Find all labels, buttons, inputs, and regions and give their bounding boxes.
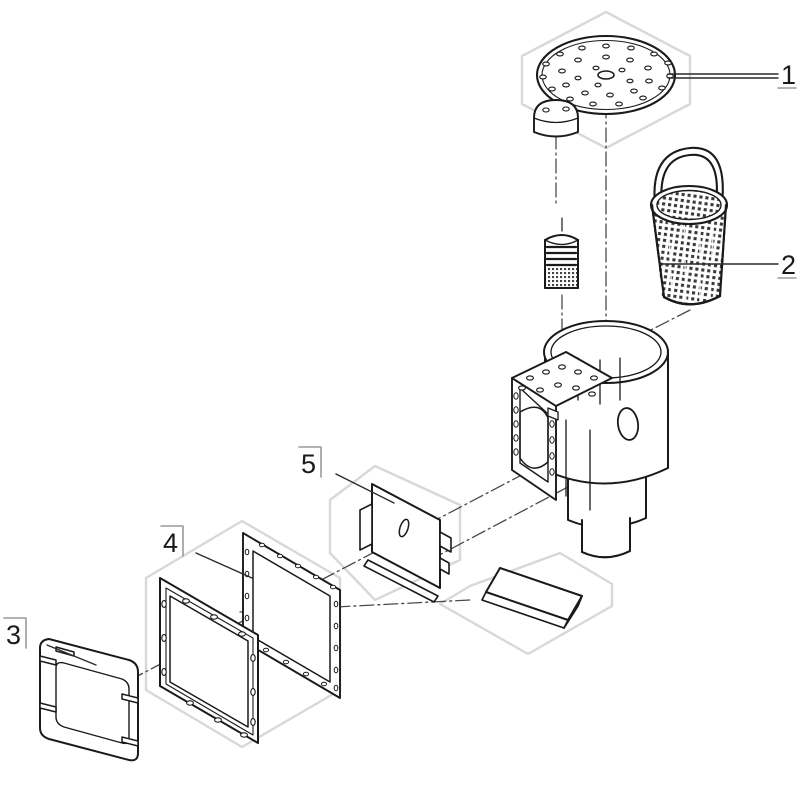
faceplate-cover (39, 638, 139, 762)
callout-4-label: 4 (163, 528, 178, 558)
skimmer-body (511, 320, 669, 559)
guide-box-weir (328, 464, 462, 602)
callout-brackets (3, 87, 797, 649)
inner-gasket (242, 532, 341, 699)
guide-box-floatbar (438, 551, 614, 656)
callout-3-label: 3 (6, 620, 21, 650)
weir-flap-door (359, 483, 452, 603)
bracket-5 (298, 446, 322, 478)
lid-knob-plug (533, 99, 579, 138)
guide-box-gaskets (144, 519, 342, 749)
callout-5-label: 5 (301, 449, 316, 479)
bracket-4 (160, 525, 184, 557)
leader-4 (195, 552, 253, 579)
outer-gasket-frame (159, 577, 259, 744)
weir-float-bar (481, 567, 583, 629)
bracket-3 (3, 617, 27, 649)
chlorine-dispenser (544, 217, 579, 289)
callout-2-label: 2 (781, 250, 796, 280)
leader-3 (46, 644, 97, 666)
leader-1 (667, 73, 779, 79)
leader-5 (335, 473, 395, 504)
strainer-basket (649, 146, 729, 306)
callout-leaders (46, 73, 779, 666)
callout-1-label: 1 (781, 60, 796, 90)
perforated-lid (535, 34, 677, 116)
